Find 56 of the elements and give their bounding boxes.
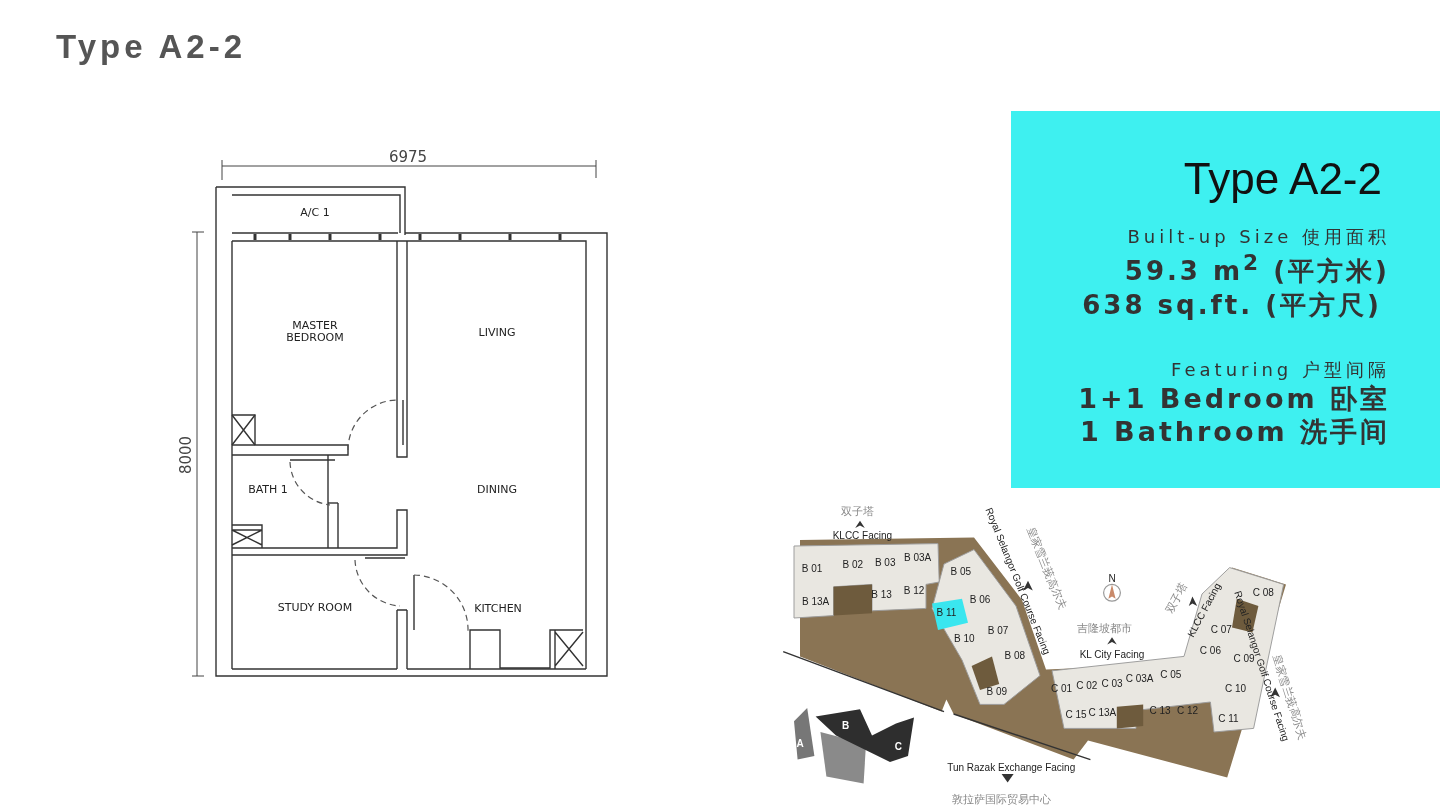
unit-label: B 13 [871, 588, 892, 600]
unit-label: C 03 [1101, 677, 1123, 689]
unit-label: B 11 [936, 606, 957, 618]
key-letter: B [842, 719, 850, 731]
key-letter: A [796, 737, 804, 749]
place-label: 敦拉萨国际贸易中心 [952, 793, 1052, 806]
place-label: 双子塔 [841, 505, 875, 518]
unit-label: B 12 [903, 584, 925, 596]
unit-label: C 15 [1065, 708, 1087, 720]
info-panel [1011, 111, 1440, 488]
unit-label: C 08 [1252, 586, 1274, 598]
unit-label: B 03A [903, 551, 932, 563]
room-label: BATH 1 [248, 483, 288, 497]
unit-label: C 06 [1199, 644, 1221, 656]
spec-text: 1 Bathroom 洗手间 [1078, 415, 1390, 450]
unit-label: C 09 [1233, 652, 1255, 664]
unit-label: C 03A [1125, 672, 1154, 684]
key-letter: C [894, 740, 902, 752]
unit-label: C 07 [1210, 623, 1232, 635]
unit-label: B 10 [954, 632, 975, 644]
unit-label: C 10 [1225, 682, 1247, 694]
unit-label: B 08 [1004, 649, 1026, 661]
page-title: Type A2-2 [56, 28, 247, 66]
room-label: A/C 1 [300, 206, 330, 220]
unit-label: B 03 [874, 556, 896, 568]
unit-label: B 05 [950, 565, 972, 577]
spec-text: Featuring 户型间隔 [1170, 359, 1390, 382]
spec-text: 1+1 Bedroom 卧室 [1077, 381, 1390, 416]
spec-text: 59.3 m$^{2}$ (平方米) [1123, 248, 1390, 287]
unit-label: B 13A [801, 595, 830, 607]
panel-heading: Type A2-2 [1182, 153, 1382, 205]
unit-label: B 06 [969, 593, 991, 605]
unit-label: C 02 [1076, 679, 1098, 691]
unit-label: C 12 [1177, 704, 1199, 716]
unit-label: B 02 [842, 558, 864, 570]
unit-label: C 05 [1160, 668, 1182, 680]
facing-label: Tun Razak Exchange Facing [947, 761, 1076, 773]
unit-label: B 01 [801, 562, 823, 574]
spec-text: 638 sq.ft. (平方尺) [1081, 288, 1382, 322]
north-label: N [1108, 572, 1116, 584]
room-label: MASTER BEDROOM [285, 319, 345, 345]
room-label: DINING [477, 483, 517, 497]
unit-label: B 09 [986, 685, 1008, 697]
unit-label: B 07 [987, 624, 1009, 636]
facing-label: KLCC Facing [832, 529, 893, 541]
dimension-label: 6975 [388, 148, 428, 166]
place-label: 双子塔 [1162, 580, 1189, 615]
facing-label: KL City Facing [1079, 648, 1145, 660]
spec-text: Built-up Size 使用面积 [1126, 226, 1390, 249]
unit-label: C 11 [1218, 712, 1239, 724]
room-label: STUDY ROOM [277, 601, 353, 615]
room-label: LIVING [478, 326, 516, 340]
unit-label: C 13A [1088, 706, 1117, 718]
place-label: 吉隆坡都市 [1077, 621, 1133, 634]
dimension-label: 8000 [177, 435, 195, 475]
room-label: KITCHEN [474, 602, 522, 616]
